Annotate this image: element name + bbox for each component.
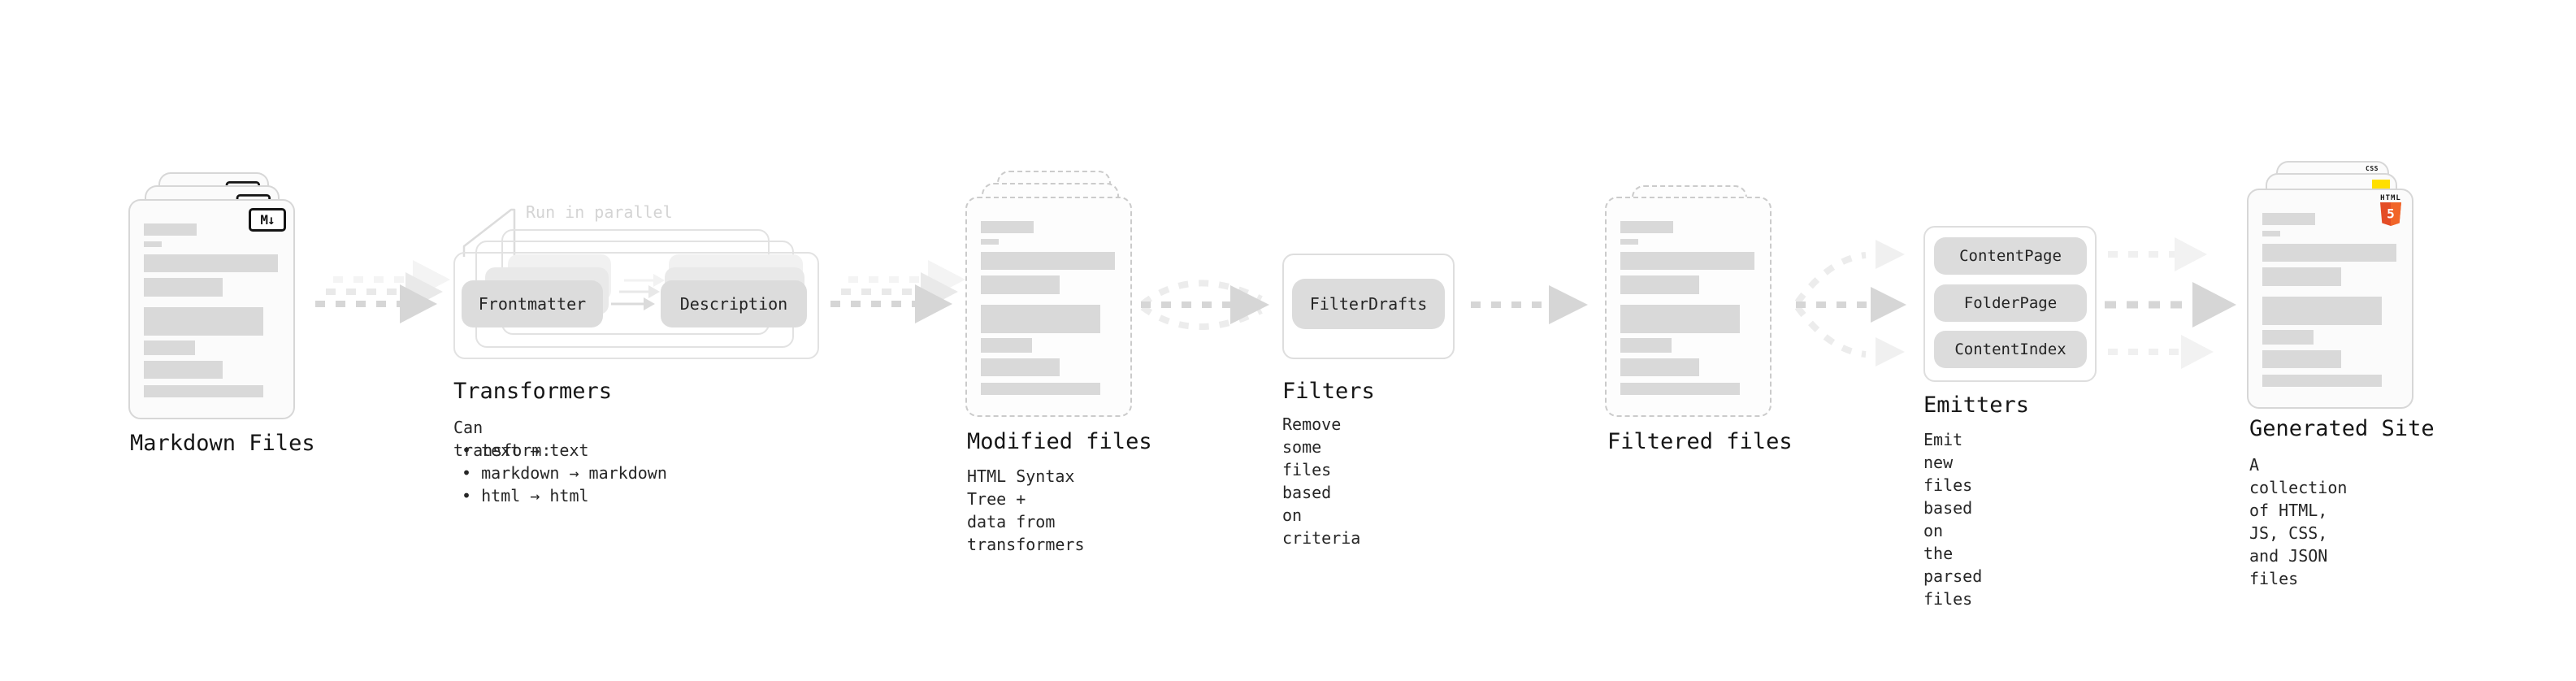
- filtered-file-card-front: [1605, 197, 1772, 417]
- dashed-arrow-stack-icon: [830, 260, 965, 323]
- emitters-desc: Emit new files based on the parsed files: [1923, 430, 1983, 609]
- bullet-item: • text → text: [462, 440, 589, 460]
- js-file-icon: [2372, 180, 2390, 189]
- transformers-bullet-list: • text → text • markdown → markdown • ht…: [462, 439, 667, 507]
- filters-desc: Remove some files based on criteria: [1282, 414, 1361, 548]
- station-title-emitters: Emitters: [1923, 393, 2030, 418]
- modified-files-desc: HTML Syntax Tree + data from transformer…: [967, 466, 1085, 554]
- transformers-desc-heading: Can transform:: [453, 418, 552, 460]
- markdown-file-card-front: M↓: [128, 199, 295, 419]
- station-title-markdown-files: Markdown Files: [130, 431, 315, 456]
- station-title-filtered-files: Filtered files: [1607, 429, 1793, 454]
- document-text-placeholder: [967, 198, 1130, 415]
- document-text-placeholder: [1607, 198, 1770, 415]
- emitter-pill-contentindex: ContentIndex: [1934, 331, 2087, 368]
- dashed-arrow-stack-icon: [315, 260, 450, 323]
- document-text-placeholder: [2249, 190, 2412, 407]
- generated-html-file-card: HTML 5: [2247, 189, 2413, 409]
- transformer-box-front: [453, 252, 819, 359]
- fan-out-arrow-icon: [1794, 240, 1906, 367]
- bullet-item: • markdown → markdown: [462, 463, 667, 483]
- run-in-parallel-note: Run in parallel: [526, 202, 673, 222]
- modified-file-card-front: [965, 197, 1132, 417]
- transformer-pill-frontmatter: Frontmatter: [462, 280, 603, 327]
- station-title-generated-site: Generated Site: [2249, 416, 2435, 441]
- station-title-modified-files: Modified files: [967, 429, 1152, 454]
- generated-site-desc: A collection of HTML, JS, CSS, and JSON …: [2249, 455, 2348, 588]
- emitter-pill-contentpage: ContentPage: [1934, 237, 2087, 275]
- station-title-filters: Filters: [1282, 379, 1375, 404]
- fan-in-arrow-icon: [1140, 280, 1269, 331]
- html5-logo-icon: HTML 5: [2379, 194, 2402, 227]
- emitter-pill-folderpage: FolderPage: [1934, 284, 2087, 322]
- station-title-transformers: Transformers: [453, 379, 613, 404]
- svg-text:5: 5: [2387, 206, 2395, 222]
- transformer-pill-description: Description: [661, 280, 807, 327]
- document-text-placeholder: [130, 201, 293, 418]
- bullet-item: • html → html: [462, 486, 589, 505]
- filter-pill-filterdrafts: FilterDrafts: [1292, 279, 1445, 329]
- parallel-dashed-arrows-icon: [2105, 237, 2236, 369]
- markdown-icon: M↓: [249, 208, 286, 232]
- dashed-arrow-icon: [1471, 285, 1588, 324]
